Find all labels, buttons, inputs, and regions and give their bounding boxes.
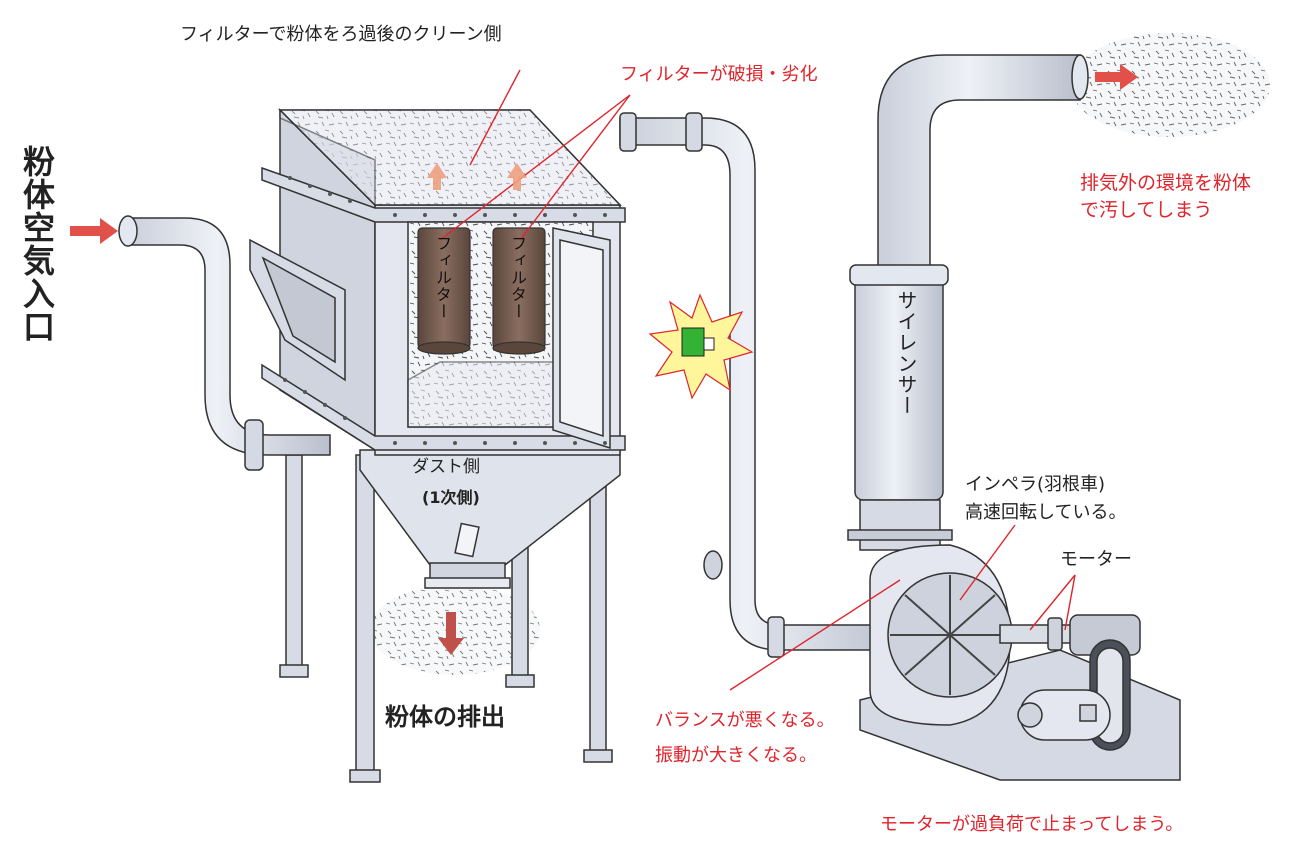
collector-hopper xyxy=(359,449,621,589)
filter-bags xyxy=(417,227,546,355)
flange-bolts xyxy=(283,176,607,445)
motor-overload-warning-label: モーターが過負荷で止まってしまう。 xyxy=(880,814,1184,835)
silencer-label: サイレンサー xyxy=(894,290,918,416)
exhaust-dust-cloud xyxy=(1070,33,1270,137)
annotation-lines xyxy=(439,69,1076,691)
exhaust-warning-line-1: 排気外の環境を粉体 xyxy=(1080,172,1252,194)
fan-and-motor xyxy=(859,544,1181,781)
clean-side-label: フィルターで粉体をろ過後のクリーン側 xyxy=(180,24,502,45)
exhaust-warning-line-2: で汚してしまう xyxy=(1080,199,1213,221)
collector-legs xyxy=(279,454,613,783)
filter-label-1: フィルター xyxy=(433,235,452,320)
powder-discharge-label: 粉体の排出 xyxy=(385,703,505,731)
impeller-label-line-1: インペラ(羽根車) xyxy=(965,474,1106,495)
outlet-duct xyxy=(619,112,901,658)
filter-damage-label: フィルターが破損・劣化 xyxy=(620,64,818,85)
motor-label: モーター xyxy=(1060,549,1132,570)
discharge-arrow-icon xyxy=(438,612,464,655)
clean-flow-up-arrow-icon xyxy=(427,163,527,190)
inlet-label: 粉体空気入口 xyxy=(18,145,56,343)
vibration-warning-label: 振動が大きくなる。 xyxy=(655,745,817,766)
dust-side-label: ダスト側 xyxy=(412,457,480,477)
inlet-arrow-icon xyxy=(70,218,118,244)
damage-burst-icon xyxy=(648,293,754,400)
silencer-stack xyxy=(847,54,1089,551)
filter-label-2: フィルター xyxy=(508,235,527,320)
impeller-label-line-2: 高速回転している。 xyxy=(965,502,1127,523)
primary-side-label: (1次側) xyxy=(422,488,480,507)
exhaust-arrow-icon xyxy=(1095,64,1138,90)
balance-warning-label: バランスが悪くなる。 xyxy=(655,710,835,731)
inlet-duct xyxy=(118,215,346,471)
